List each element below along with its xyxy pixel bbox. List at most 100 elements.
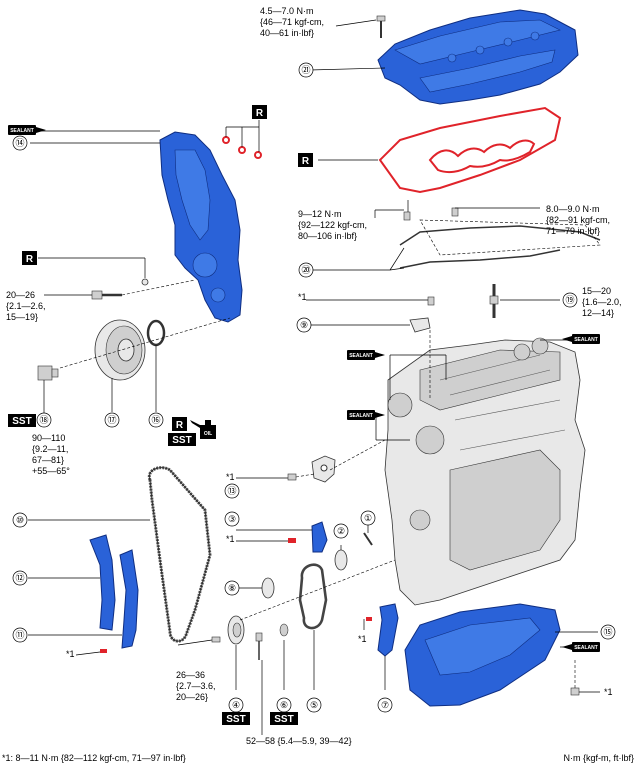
sst-badge: SST xyxy=(274,714,293,725)
camshaft-position-sensor xyxy=(409,296,435,333)
star1-label: *1 xyxy=(226,534,235,544)
torque-line: 12—14} xyxy=(582,308,614,318)
torque-line: {82—91 kgf-cm, xyxy=(546,215,610,225)
torque-line: 90—110 xyxy=(32,433,65,443)
cylinder-head-cover xyxy=(377,9,579,105)
oil-pump-sprocket-4 xyxy=(227,615,245,645)
callout-17: ⑰ xyxy=(107,415,116,425)
torque-spec-19: 15—20 {1.6—2.0, 12—14} xyxy=(582,286,622,318)
part-1-pin xyxy=(363,532,373,546)
torque-line: 26—36 xyxy=(176,670,205,680)
star1-label: *1 xyxy=(66,649,75,659)
torque-line: {2.1—2.6, xyxy=(6,301,46,311)
torque-spec-18: 90—110 {9.2—11, 67—81} +55—65° xyxy=(32,433,70,476)
bracket-7 xyxy=(377,603,399,657)
torque-line: 15—19} xyxy=(6,312,38,322)
callout-12: ⑫ xyxy=(15,573,24,583)
callout-1: ① xyxy=(364,513,372,523)
callout-13: ⑬ xyxy=(227,486,236,496)
star1-label: *1 xyxy=(226,472,235,482)
torque-spec-20b: 8.0—9.0 N·m {82—91 kgf-cm, 71—79 in·lbf} xyxy=(546,204,610,236)
callout-16: ⑯ xyxy=(151,415,160,425)
sealant-tubes: SEALANT SEALANT SEALANT SEALANT SEALANT xyxy=(8,125,600,652)
sealant-label: SEALANT xyxy=(574,645,598,651)
star1-label: *1 xyxy=(604,687,613,697)
sealant-label: SEALANT xyxy=(574,337,598,343)
replace-badge: R xyxy=(176,420,184,431)
drain-plug xyxy=(570,687,580,696)
o-rings xyxy=(222,120,262,159)
callout-14: ⑭ xyxy=(15,138,24,148)
torque-line: 80—106 in·lbf} xyxy=(298,231,357,241)
sst-badge: SST xyxy=(12,416,31,427)
sst-badge: SST xyxy=(226,714,245,725)
engine-block xyxy=(384,339,586,606)
star1-label: *1 xyxy=(298,292,307,302)
cover-bolt xyxy=(376,15,386,38)
callout-4: ④ xyxy=(232,700,240,710)
sealant-label: SEALANT xyxy=(349,353,373,359)
chain-tensioner xyxy=(311,455,336,483)
washer-6 xyxy=(279,623,289,637)
torque-line: +55—65° xyxy=(32,466,70,476)
footnote: *1: 8—11 N·m {82—112 kgf-cm, 71—97 in·lb… xyxy=(2,753,186,763)
torque-line: 15—20 xyxy=(582,286,611,296)
camshaft-sprockets xyxy=(513,337,549,361)
callout-18: ⑱ xyxy=(39,415,48,425)
chain-guide xyxy=(89,534,116,631)
replace-badge: R xyxy=(26,254,34,265)
callout-circles: ㉑ ⑭ ⑳ ⑨ ⑲ ⑱ ⑰ ⑯ ⑬ ⑩ ③ ② ① ⑫ ⑧ ⑪ ⑮ ④ ⑥ xyxy=(12,62,616,713)
torque-line: 71—79 in·lbf} xyxy=(546,226,600,236)
callout-19: ⑲ xyxy=(565,295,574,305)
torque-spec-6: 52—58 {5.4—5.9, 39—42} xyxy=(246,736,352,746)
oil-pump-sprocket-2 xyxy=(334,549,348,571)
sst-badge: SST xyxy=(172,435,191,446)
callout-20: ⑳ xyxy=(301,265,310,275)
torque-line: 40—61 in·lbf} xyxy=(260,28,314,38)
oil-pan xyxy=(404,603,561,707)
oil-pump-chain xyxy=(298,563,328,630)
timing-chain xyxy=(147,466,212,643)
sealant-label: SEALANT xyxy=(10,128,34,134)
torque-line: 67—81} xyxy=(32,455,64,465)
torque-line: 9—12 N·m xyxy=(298,209,342,219)
callout-7: ⑦ xyxy=(381,700,389,710)
torque-spec-4: 26—36 {2.7—3.6, 20—26} xyxy=(176,670,216,702)
cover-bolt-2 xyxy=(91,290,122,300)
torque-line: {92—122 kgf-cm, xyxy=(298,220,367,230)
callout-8: ⑧ xyxy=(228,583,236,593)
callout-5: ⑤ xyxy=(310,700,318,710)
harness-bracket xyxy=(399,207,601,269)
oil-can-icon: OIL xyxy=(190,420,216,439)
torque-spec-cover: 20—26 {2.1—2.6, 15—19} xyxy=(6,290,46,322)
head-cover-gasket xyxy=(378,106,562,194)
torque-line: {2.7—3.6, xyxy=(176,681,216,691)
torque-line: 20—26} xyxy=(176,692,208,702)
units-note: N·m {kgf-m, ft·lbf} xyxy=(563,753,634,763)
sprocket-bolt xyxy=(255,632,263,660)
torque-line: {46—71 kgf-cm, xyxy=(260,17,324,27)
replace-badge: R xyxy=(302,156,310,167)
callout-6: ⑥ xyxy=(280,700,288,710)
torque-line: {9.2—11, xyxy=(32,444,68,454)
torque-spec-20a: 9—12 N·m {92—122 kgf-cm, 80—106 in·lbf} xyxy=(298,209,367,241)
crankshaft-pulley xyxy=(94,319,146,381)
tensioner-part-3 xyxy=(311,521,328,553)
callout-15: ⑮ xyxy=(603,627,612,637)
replace-badge: R xyxy=(256,108,264,119)
star1-labels: *1 *1 *1 *1 *1 *1 xyxy=(66,292,613,697)
crankshaft-sprocket xyxy=(261,577,275,599)
star1-label: *1 xyxy=(358,634,367,644)
torque-line: 20—26 xyxy=(6,290,35,300)
tensioner-arm xyxy=(119,549,139,649)
callout-2: ② xyxy=(337,526,345,536)
torque-line: 8.0—9.0 N·m xyxy=(546,204,600,214)
torque-line: {1.6—2.0, xyxy=(582,297,622,307)
callout-10: ⑩ xyxy=(16,515,24,525)
callout-3: ③ xyxy=(228,514,236,524)
spark-plug xyxy=(489,284,499,318)
sealant-label: SEALANT xyxy=(349,413,373,419)
torque-spec-21: 4.5—7.0 N·m {46—71 kgf-cm, 40—61 in·lbf} xyxy=(260,6,324,38)
